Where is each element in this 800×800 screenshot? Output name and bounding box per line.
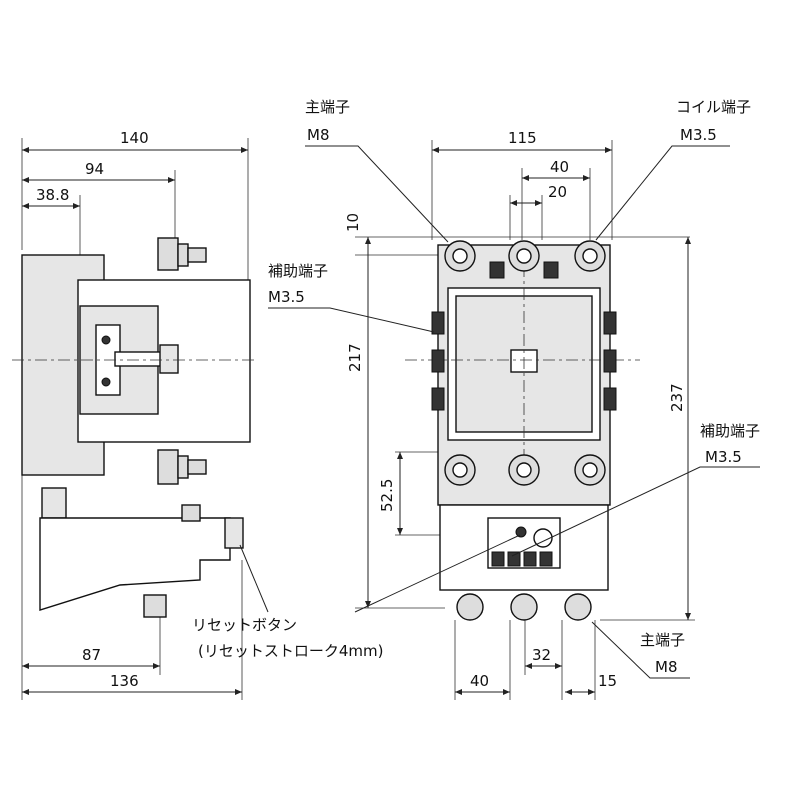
bottom-contact-terminals (444, 454, 606, 486)
dim-38-8: 38.8 (36, 186, 69, 204)
bottom-main-terminals (456, 593, 592, 621)
dim-32: 32 (532, 646, 551, 664)
aux-terminal-right-title: 補助端子 (700, 422, 760, 440)
coil-terminal-size: M3.5 (680, 126, 717, 144)
side-relay-terminal (143, 594, 167, 618)
dim-140: 140 (120, 129, 149, 147)
leader-aux-terminal-right (511, 466, 760, 557)
reset-button[interactable] (515, 526, 527, 538)
coil-terminal-title: コイル端子 (676, 98, 751, 116)
front-view: 115 40 20 10 217 237 52.5 (344, 129, 695, 700)
leader-coil-terminal (595, 145, 730, 241)
aux-terminals-right (603, 311, 617, 411)
reset-stroke-label: (リセットストローク4mm) (198, 642, 383, 660)
dim-52-5: 52.5 (378, 479, 396, 512)
side-top-terminal (157, 237, 207, 271)
side-shaft-collar (159, 344, 179, 374)
relay-tab (41, 487, 67, 519)
main-terminal-bottom-title: 主端子 (640, 631, 685, 649)
main-terminal-top-title: 主端子 (305, 98, 350, 116)
dim-136: 136 (110, 672, 139, 690)
callouts: 主端子 M8 コイル端子 M3.5 補助端子 M3.5 補助端子 M3.5 リセ… (192, 98, 760, 679)
screw-icon (101, 377, 111, 387)
dim-20: 20 (548, 183, 567, 201)
dim-217: 217 (346, 343, 364, 372)
aux-terminal-left-size: M3.5 (268, 288, 305, 306)
dim-40-bottom: 40 (470, 672, 489, 690)
main-terminal-bottom-size: M8 (655, 658, 678, 676)
side-shaft (114, 351, 166, 367)
side-reset-button[interactable] (224, 517, 244, 549)
dim-115: 115 (508, 129, 537, 147)
relay-aux-terminals (491, 551, 553, 567)
side-bottom-terminal (157, 449, 207, 485)
dim-94: 94 (85, 160, 104, 178)
leader-reset-button (239, 534, 521, 613)
aux-terminals-left (431, 311, 445, 411)
aux-terminal-left-title: 補助端子 (268, 262, 328, 280)
leader-main-terminal-top (305, 145, 449, 243)
dim-87: 87 (82, 646, 101, 664)
aux-terminal-right-size: M3.5 (705, 448, 742, 466)
top-main-terminals (444, 240, 606, 279)
leader-aux-terminal-left (268, 307, 435, 333)
dim-237: 237 (668, 383, 686, 412)
reset-button-label: リセットボタン (192, 616, 297, 634)
leader-main-terminal-bottom (591, 621, 690, 679)
dim-10: 10 (344, 213, 362, 232)
dial-icon[interactable] (533, 528, 553, 548)
dim-15: 15 (598, 672, 617, 690)
side-overload-relay (39, 517, 231, 611)
side-view: 140 94 38.8 87 (12, 129, 258, 700)
dim-40-top: 40 (550, 158, 569, 176)
relay-screw (181, 504, 201, 522)
screw-icon (101, 335, 111, 345)
main-terminal-top-size: M8 (307, 126, 330, 144)
